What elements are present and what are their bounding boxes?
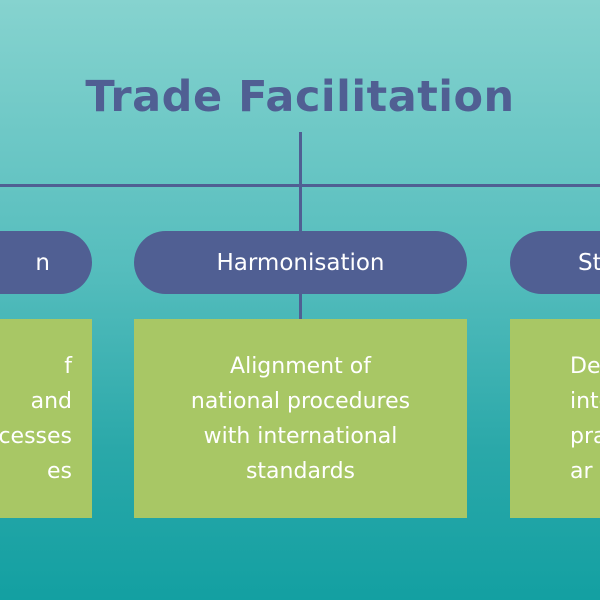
harmonisation-description-text: Alignment of national procedures with in… [190, 353, 411, 484]
left-category-pill: n [0, 231, 92, 294]
pill-to-box-connector-line [299, 294, 302, 319]
left-description-text: f and cesses es [0, 353, 72, 484]
left-category-label: n [35, 249, 50, 276]
right-description-text: De interna practi ar [570, 353, 600, 484]
harmonisation-label: Harmonisation [216, 249, 385, 276]
title-connector-line [299, 132, 302, 231]
harmonisation-pill: Harmonisation [134, 231, 467, 294]
harmonisation-description-box: Alignment of national procedures with in… [134, 319, 467, 518]
right-category-label: St [578, 249, 600, 276]
right-category-pill: St [510, 231, 600, 294]
diagram-title: Trade Facilitation [85, 72, 515, 122]
horizontal-branch-line [0, 184, 600, 187]
left-description-box: f and cesses es [0, 319, 92, 518]
right-description-box: De interna practi ar [510, 319, 600, 518]
